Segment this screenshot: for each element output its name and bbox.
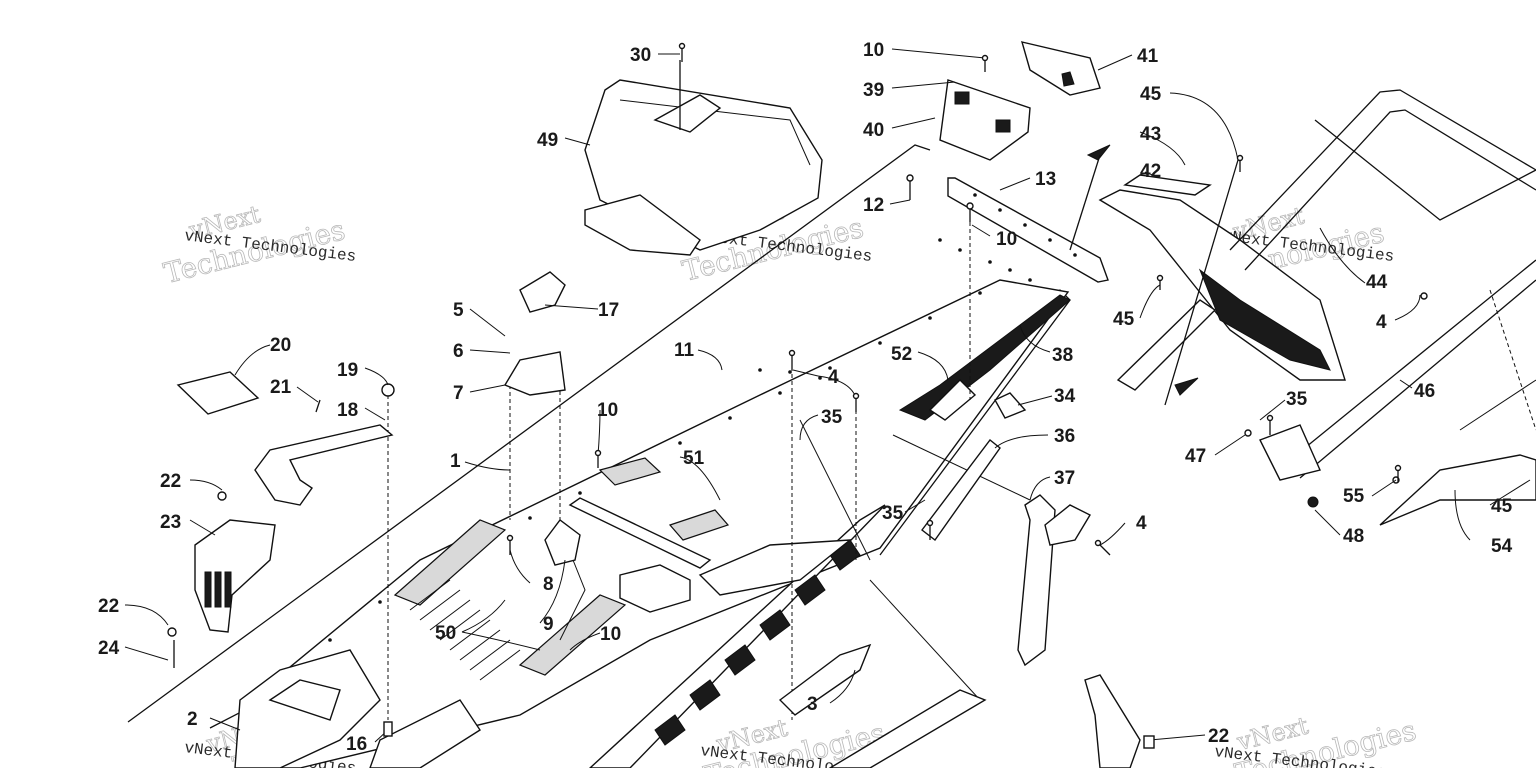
callout-52: 52 (891, 344, 912, 365)
callout-48: 48 (1343, 526, 1364, 547)
callout-50: 50 (435, 623, 456, 644)
callout-22: 22 (98, 596, 119, 617)
part-43 (1123, 174, 1212, 196)
callout-20: 20 (270, 335, 291, 356)
part-18 (254, 424, 394, 506)
traction-pad (598, 457, 662, 486)
part-20 (176, 371, 260, 415)
callout-3: 3 (807, 694, 818, 715)
callout-4: 4 (1376, 312, 1387, 333)
part-34 (994, 392, 1027, 419)
seat-49 (584, 60, 823, 256)
callout-1: 1 (450, 451, 461, 472)
callout-10: 10 (597, 400, 618, 421)
part-3 (778, 643, 872, 716)
callout-43: 43 (1140, 124, 1161, 145)
part-17 (519, 271, 566, 313)
rear-bumper-46 (1229, 89, 1536, 526)
callout-8: 8 (543, 574, 554, 595)
callout-22: 22 (1208, 726, 1229, 747)
callout-38: 38 (1052, 345, 1073, 366)
callout-35: 35 (1286, 389, 1308, 410)
callout-9: 9 (543, 614, 554, 635)
callout-24: 24 (98, 638, 120, 659)
part-37 (1017, 494, 1056, 667)
callout-11: 11 (674, 340, 695, 361)
callout-23: 23 (160, 512, 181, 533)
callout-54: 54 (1491, 536, 1513, 557)
callout-4: 4 (828, 367, 839, 388)
callout-42: 42 (1140, 161, 1161, 182)
callout-36: 36 (1054, 426, 1075, 447)
callout-7: 7 (453, 383, 464, 404)
callout-39: 39 (863, 80, 884, 101)
callout-55: 55 (1343, 486, 1365, 507)
callout-18: 18 (337, 400, 358, 421)
assembly-lines (387, 215, 1031, 720)
callout-17: 17 (598, 300, 619, 321)
callout-45: 45 (1113, 309, 1135, 330)
callout-51: 51 (683, 448, 705, 469)
callout-16: 16 (346, 734, 367, 755)
callout-21: 21 (270, 377, 292, 398)
left-bracket-parts (167, 371, 395, 668)
callout-35: 35 (821, 407, 843, 428)
rail-cutouts (654, 539, 861, 746)
traction-pad (668, 509, 730, 541)
callout-10: 10 (996, 229, 1017, 250)
part-9 (544, 519, 581, 566)
tunnel-frame (127, 144, 1071, 768)
callout-6: 6 (453, 341, 464, 362)
callout-2: 2 (187, 709, 198, 730)
callout-10: 10 (863, 40, 884, 61)
callout-12: 12 (863, 195, 884, 216)
fasteners (383, 42, 1402, 749)
callout-47: 47 (1185, 446, 1206, 467)
tread-pad (393, 519, 507, 606)
callout-13: 13 (1035, 169, 1056, 190)
misc-parts (503, 271, 1428, 768)
callout-19: 19 (337, 360, 358, 381)
callout-46: 46 (1414, 381, 1435, 402)
callout-41: 41 (1137, 46, 1159, 67)
callout-44: 44 (1366, 272, 1388, 293)
leader-lines (124, 48, 1531, 743)
part-36 (921, 439, 1001, 541)
callout-22: 22 (160, 471, 181, 492)
callout-45: 45 (1140, 84, 1162, 105)
callout-4: 4 (1136, 513, 1147, 534)
callout-5: 5 (453, 300, 464, 321)
callout-10: 10 (600, 624, 621, 645)
callout-37: 37 (1054, 468, 1075, 489)
part-7 (503, 351, 566, 396)
tread-pad (518, 594, 627, 676)
callout-30: 30 (630, 45, 651, 66)
part-54 (1379, 454, 1536, 526)
callout-49: 49 (537, 130, 558, 151)
panel-39 (939, 41, 1101, 161)
part-41 (1020, 41, 1101, 96)
part-47-plate (1259, 424, 1321, 481)
callout-40: 40 (863, 120, 884, 141)
bracket-13 (947, 144, 1111, 283)
rear-flap-42 (1098, 159, 1346, 406)
deck-slots (409, 579, 521, 681)
callout-45: 45 (1491, 496, 1513, 517)
callout-35: 35 (882, 503, 904, 524)
callout-labels: 30 49 10 39 40 41 45 43 42 13 12 10 44 4… (98, 40, 1513, 755)
callout-34: 34 (1054, 386, 1076, 407)
